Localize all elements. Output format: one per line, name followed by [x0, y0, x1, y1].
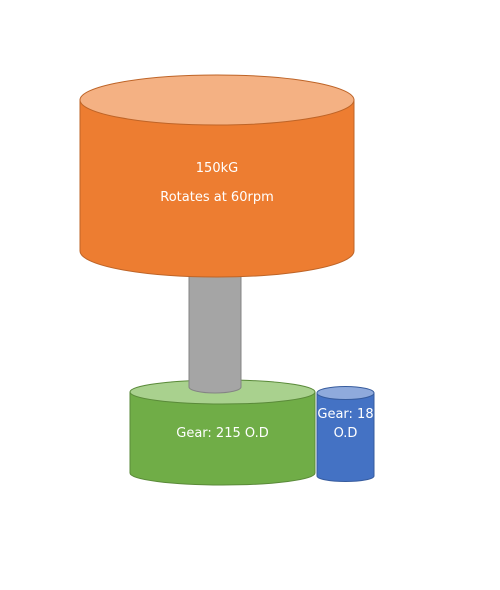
shaft-cylinder: [188, 269, 242, 394]
flywheel-side: [79, 99, 355, 278]
small-gear-top: [316, 386, 375, 400]
flywheel-mass-label: 150kG: [195, 161, 239, 176]
flywheel-speed-label: Rotates at 60rpm: [160, 190, 274, 205]
shaft-body: [188, 269, 242, 394]
small-gear-side: [316, 392, 375, 482]
flywheel-top: [79, 74, 355, 126]
flywheel-cylinder: [79, 74, 355, 278]
small-gear-cylinder: [316, 386, 375, 482]
large-gear-side: [129, 391, 316, 486]
large-gear-label: Gear: 215 O.D: [176, 426, 269, 441]
small-gear-label: Gear: 18 O.D: [317, 407, 374, 441]
